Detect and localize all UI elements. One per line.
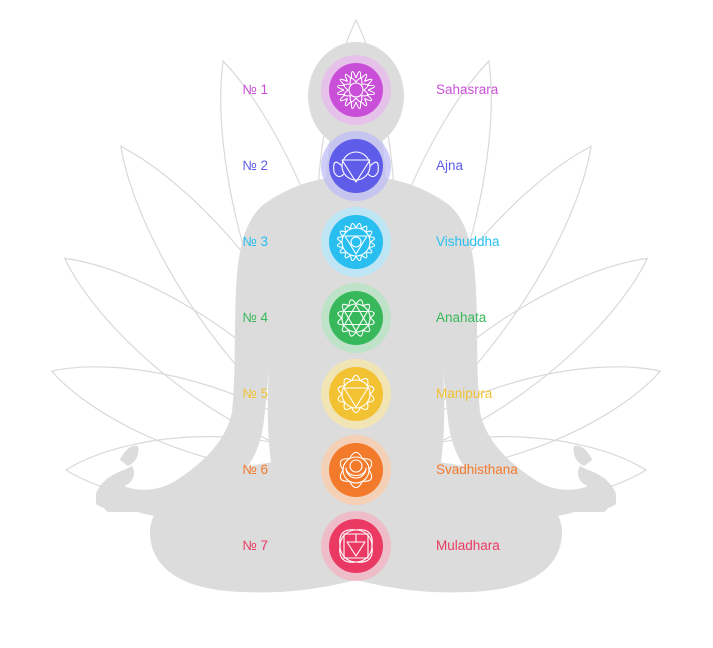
chakra-number-label: № 1 xyxy=(242,82,268,97)
chakra-symbol-ajna xyxy=(321,131,391,201)
chakra-symbol-svadhisthana xyxy=(321,435,391,505)
chakra-symbol-manipura xyxy=(321,359,391,429)
chakra-symbol-anahata xyxy=(321,283,391,353)
chakra-number-label: № 4 xyxy=(242,310,268,325)
chakra-symbol-vishuddha xyxy=(321,207,391,277)
chakra-name-label: Sahasrara xyxy=(436,82,499,97)
chakra-name-label: Muladhara xyxy=(436,538,500,553)
chakra-name-label: Svadhisthana xyxy=(436,462,518,477)
chakra-number-label: № 6 xyxy=(242,462,268,477)
chakra-symbol-muladhara xyxy=(321,511,391,581)
chakra-number-label: № 2 xyxy=(242,158,268,173)
chakra-name-label: Ajna xyxy=(436,158,464,173)
chakra-number-label: № 7 xyxy=(242,538,268,553)
chakra-number-label: № 3 xyxy=(242,234,268,249)
chakra-symbol-sahasrara xyxy=(321,55,391,125)
chakra-name-label: Anahata xyxy=(436,310,487,325)
chakra-number-label: № 5 xyxy=(242,386,268,401)
chakra-name-label: Vishuddha xyxy=(436,234,500,249)
chakra-name-label: Manipura xyxy=(436,386,493,401)
